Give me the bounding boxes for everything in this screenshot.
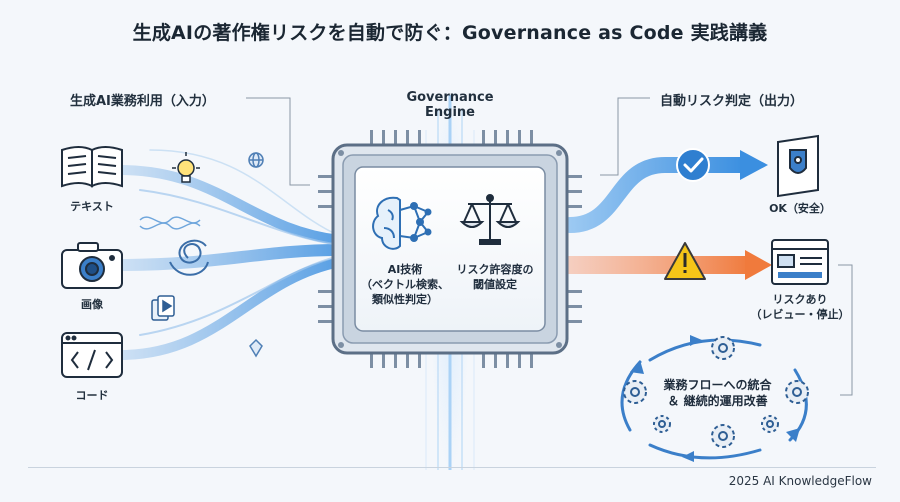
output-heading: 自動リスク判定（出力） bbox=[660, 94, 804, 109]
risk-arrow bbox=[560, 242, 772, 280]
heading-connectors bbox=[246, 97, 853, 396]
footer-credit: 2025 AI KnowledgeFlow bbox=[728, 474, 872, 488]
page-title: 生成AIの著作権リスクを自動で防ぐ：Governance as Code 実践講… bbox=[132, 22, 768, 44]
web-page-icon bbox=[771, 239, 829, 285]
shield-document-icon bbox=[777, 134, 819, 198]
ok-label: OK（安全） bbox=[769, 202, 831, 215]
scales-icon bbox=[459, 194, 521, 245]
video-icon bbox=[151, 295, 175, 321]
input-flows bbox=[114, 149, 346, 360]
footer-divider bbox=[28, 467, 876, 468]
swirl-icon bbox=[169, 239, 209, 276]
risk-label-line2: （レビュー・停止） bbox=[750, 308, 850, 321]
input-label-text: テキスト bbox=[70, 200, 114, 213]
engine-ai-line2: （ベクトル検索、 bbox=[361, 278, 449, 291]
chip-pins bbox=[318, 130, 582, 368]
globe-icon bbox=[248, 152, 264, 168]
dna-icon bbox=[139, 216, 201, 230]
engine-threshold: リスク許容度の 閾値設定 bbox=[450, 262, 540, 292]
input-label-image: 画像 bbox=[81, 298, 103, 311]
gear-icons bbox=[623, 336, 809, 448]
loop-caption-line2: ＆ 継続的運用改善 bbox=[667, 394, 768, 408]
improvement-loop bbox=[620, 335, 808, 462]
gem-icon bbox=[249, 338, 263, 358]
input-label-code: コード bbox=[75, 389, 109, 402]
input-heading: 生成AI業務利用（入力） bbox=[70, 94, 215, 109]
engine-heading: Governance Engine bbox=[406, 90, 494, 120]
lightbulb-icon bbox=[172, 152, 200, 183]
engine-ai-line3: 類似性判定） bbox=[372, 293, 438, 306]
ok-arrow bbox=[562, 148, 768, 233]
loop-caption: 業務フローへの統合 ＆ 継続的運用改善 bbox=[650, 377, 785, 409]
loop-caption-line1: 業務フローへの統合 bbox=[663, 378, 772, 392]
brain-network-icon bbox=[372, 196, 432, 250]
camera-icon bbox=[61, 242, 123, 289]
engine-ai-technique: AI技術 （ベクトル検索、 類似性判定） bbox=[360, 262, 450, 307]
code-icon bbox=[61, 332, 123, 378]
engine-threshold-line2: 閾値設定 bbox=[473, 278, 517, 291]
book-icon bbox=[61, 146, 123, 188]
engine-ai-line1: AI技術 bbox=[387, 263, 423, 276]
engine-threshold-line1: リスク許容度の bbox=[456, 263, 534, 276]
risk-label: リスクあり （レビュー・停止） bbox=[740, 292, 860, 322]
governance-chip bbox=[331, 143, 569, 355]
risk-label-line1: リスクあり bbox=[772, 293, 828, 306]
